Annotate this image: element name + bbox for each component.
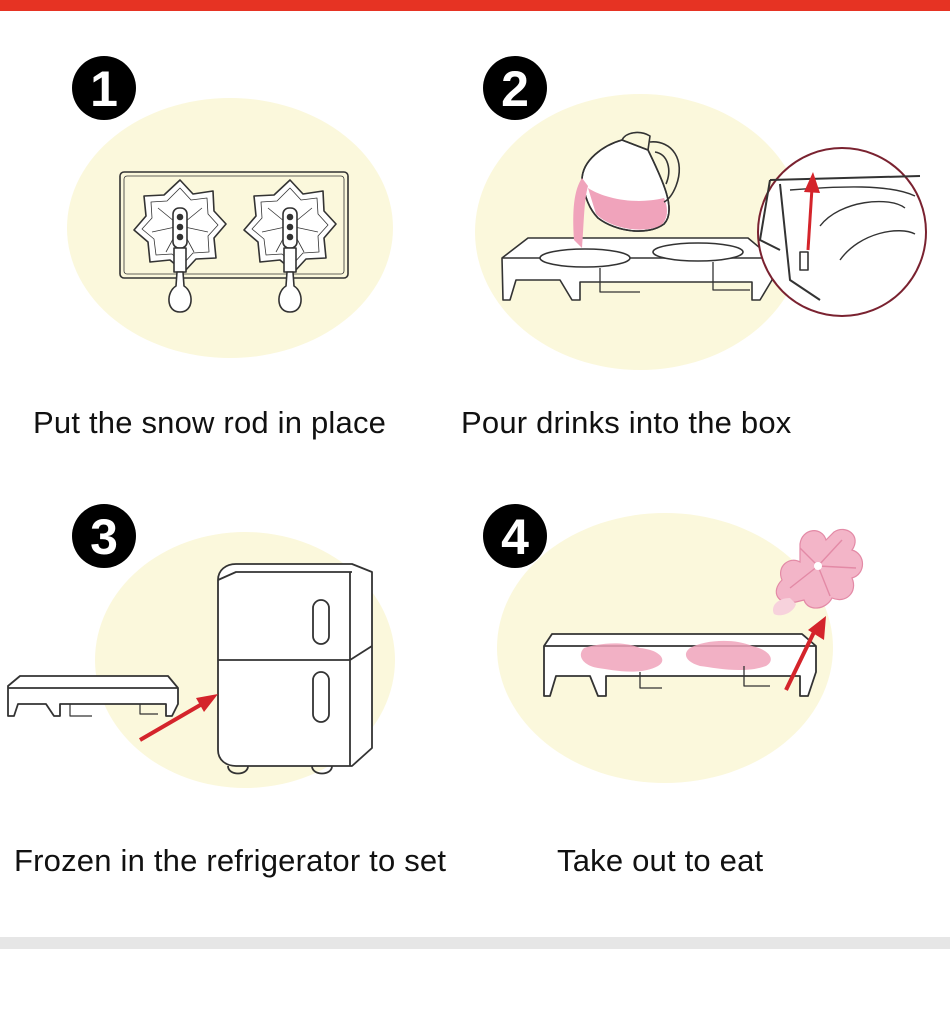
step-2-badge: 2 [483, 56, 547, 120]
bottom-divider [0, 937, 950, 949]
step-4-caption: Take out to eat [557, 843, 764, 878]
svg-text:3: 3 [90, 509, 118, 565]
step-3-badge: 3 [72, 504, 136, 568]
pitcher-pouring-illustration [501, 131, 927, 317]
top-accent-bar [0, 0, 950, 11]
svg-text:1: 1 [90, 61, 118, 117]
step-3-caption: Frozen in the refrigerator to set [14, 843, 447, 878]
popsicle-flower [772, 528, 864, 616]
step-2-caption: Pour drinks into the box [461, 405, 792, 440]
refrigerator-illustration [7, 563, 373, 775]
step-2-backdrop [475, 94, 805, 370]
step-1-caption: Put the snow rod in place [33, 405, 387, 440]
step-1-backdrop [67, 98, 393, 358]
step-4-badge: 4 [483, 504, 547, 568]
step-1-badge: 1 [72, 56, 136, 120]
svg-text:4: 4 [501, 509, 529, 565]
svg-text:2: 2 [501, 61, 529, 117]
mold-with-sticks-illustration [119, 171, 349, 313]
